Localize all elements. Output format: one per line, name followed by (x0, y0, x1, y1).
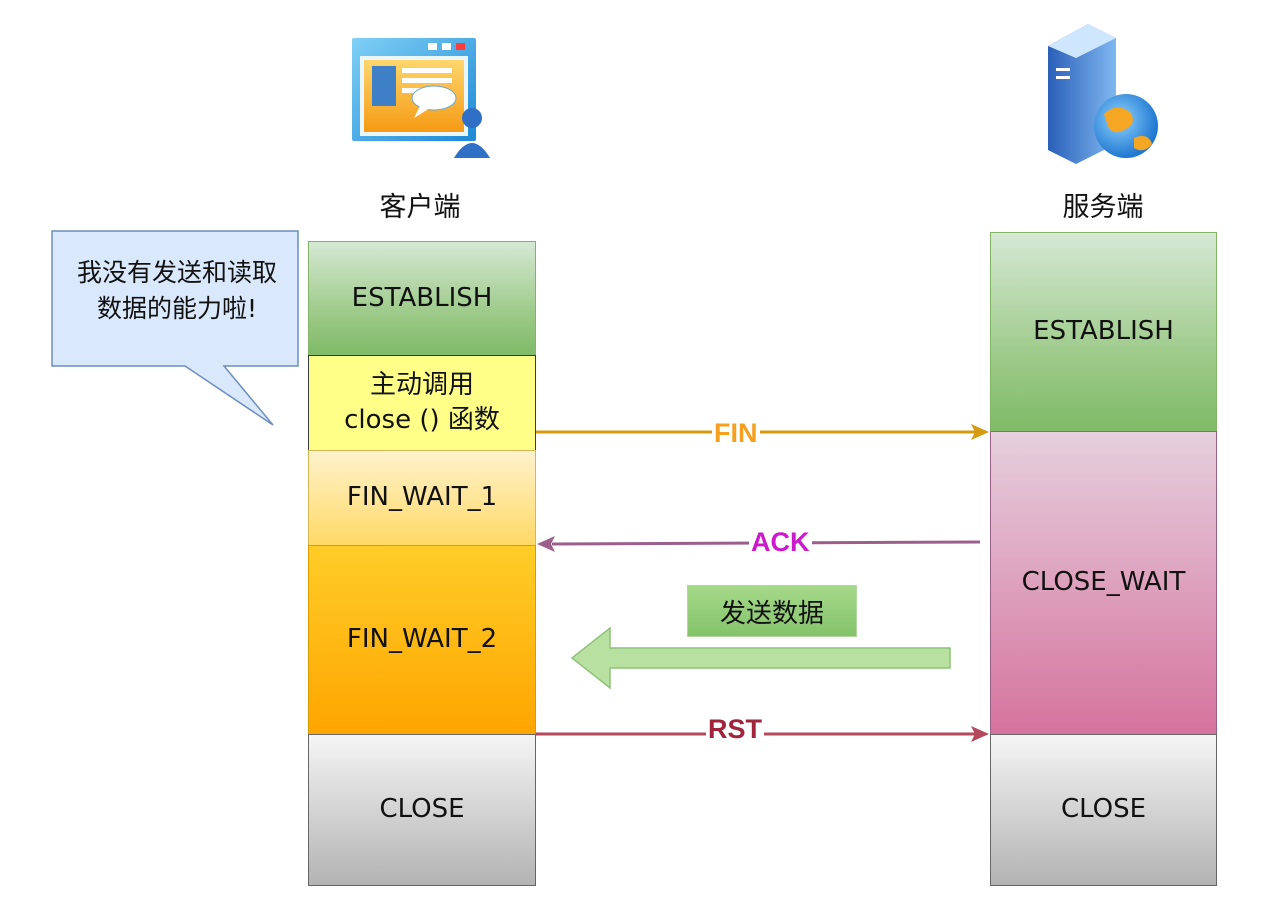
send-data-label: 发送数据 (719, 598, 824, 629)
fin-arrow-head (971, 424, 989, 440)
rst-label: RST (706, 714, 764, 744)
ack-arrow-head (537, 536, 555, 552)
fin-label: FIN (712, 418, 760, 448)
client-state-close: CLOSE (308, 734, 536, 886)
fin-wait-1-label: FIN_WAIT_1 (346, 482, 498, 513)
client-state-fin-wait-1: FIN_WAIT_1 (308, 450, 536, 546)
close-call-line-2: close () 函数 (344, 405, 500, 435)
speech-bubble-text: 我没有发送和读取 数据的能力啦! (52, 255, 302, 328)
server-close-label: CLOSE (1060, 794, 1147, 825)
ack-label: ACK (749, 527, 812, 557)
server-globe-icon (1038, 16, 1163, 164)
fin-wait-2-label: FIN_WAIT_2 (346, 624, 498, 655)
rst-arrow-head (971, 726, 989, 742)
client-state-close-call: 主动调用 close () 函数 (308, 355, 536, 451)
server-state-close-wait: CLOSE_WAIT (990, 431, 1217, 735)
client-close-label: CLOSE (379, 794, 465, 825)
close-call-line-1: 主动调用 (369, 369, 474, 400)
server-state-establish: ESTABLISH (990, 232, 1217, 432)
client-label: 客户端 (379, 192, 461, 223)
client-state-fin-wait-2: FIN_WAIT_2 (308, 545, 536, 735)
speech-line-1: 我没有发送和读取 (76, 258, 277, 287)
client-state-establish: ESTABLISH (308, 241, 536, 356)
client-establish-label: ESTABLISH (351, 282, 493, 313)
client-browser-icon (350, 36, 495, 161)
speech-line-2: 数据的能力啦! (96, 294, 258, 324)
server-state-close: CLOSE (990, 734, 1217, 886)
send-data-arrow (570, 626, 951, 690)
send-data-label-box: 发送数据 (687, 585, 857, 637)
server-label: 服务端 (1062, 192, 1144, 223)
server-establish-label: ESTABLISH (1033, 316, 1174, 347)
close-wait-label: CLOSE_WAIT (1021, 567, 1186, 598)
